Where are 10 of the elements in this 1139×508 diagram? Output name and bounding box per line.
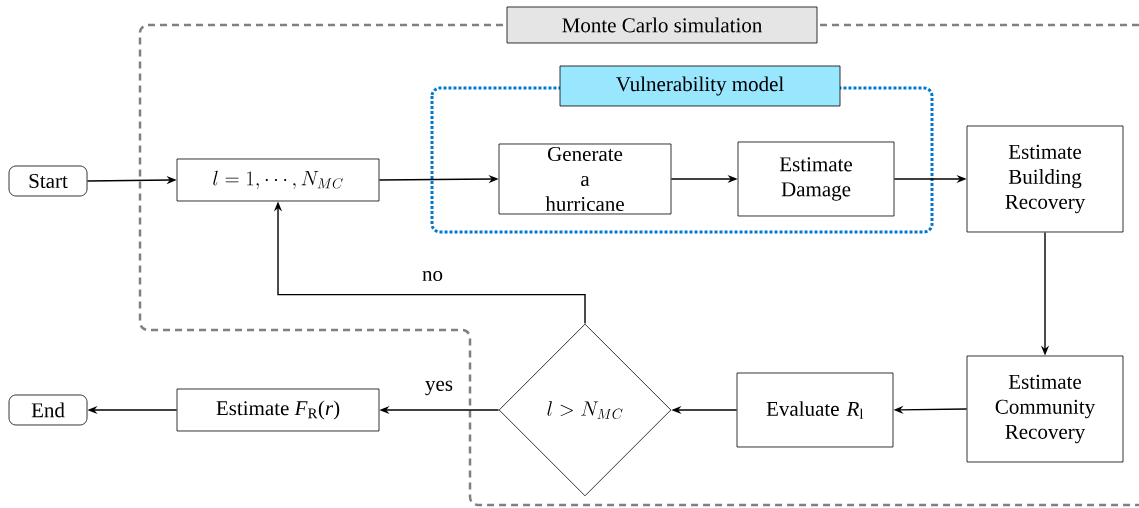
terminal-box: End bbox=[8, 394, 88, 426]
process-box: $l=1,\cdots,N_{MC}$ bbox=[176, 158, 380, 202]
process-box: Estimate Community Recovery bbox=[966, 355, 1124, 463]
process-box: Generate a hurricane bbox=[498, 143, 672, 215]
edge-label: yes bbox=[424, 379, 454, 397]
process-box: Estimate Damage bbox=[737, 141, 895, 217]
edge-label: no bbox=[421, 269, 444, 283]
process-box: Evaluate R$_{l}$ bbox=[736, 372, 894, 448]
terminal-box: Start bbox=[8, 165, 88, 197]
process-box: Estimate Building Recovery bbox=[966, 125, 1124, 233]
